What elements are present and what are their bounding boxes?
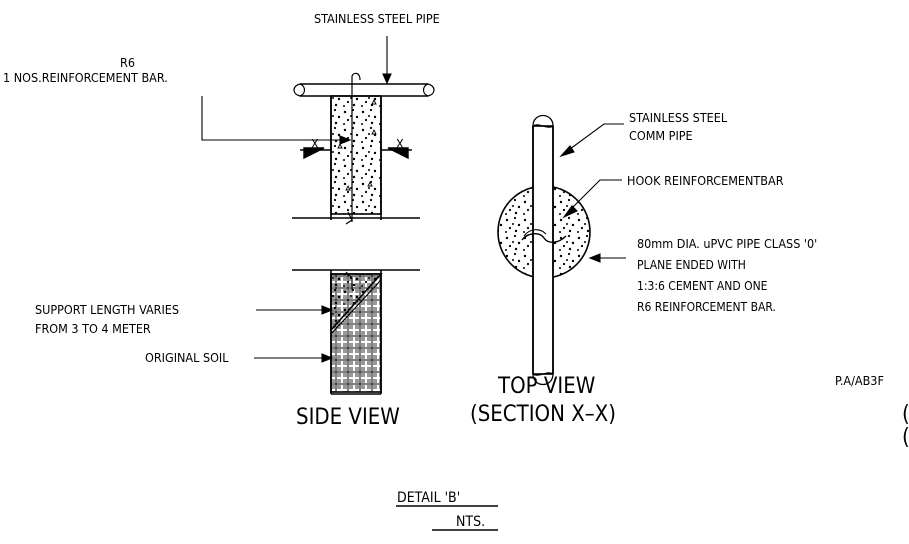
label-paren-2: ( — [902, 425, 909, 450]
label-drawing-ref: P.A/AB3F — [835, 373, 884, 388]
side-view-lower — [292, 269, 420, 395]
arrow-support-length — [321, 305, 334, 315]
rebar-break-top — [345, 211, 353, 225]
rebar-hook-top — [351, 72, 361, 81]
label-section-x-right: X — [396, 136, 404, 151]
comm-pipe-end-top — [532, 114, 554, 128]
leaders-top-view — [559, 123, 626, 263]
label-support-length-2: FROM 3 TO 4 METER — [35, 321, 151, 336]
label-section-xx: (SECTION X–X) — [470, 402, 616, 427]
label-original-soil: ORIGINAL SOIL — [145, 350, 229, 365]
pipe-end-left — [293, 83, 306, 97]
aggregate-marks — [337, 98, 377, 191]
label-upvc-1: 80mm DIA. uPVC PIPE CLASS '0' — [637, 236, 817, 251]
upper-concrete-fill — [330, 95, 382, 215]
arrow-reinforcement-bar — [339, 135, 352, 145]
label-section-x-left: X — [311, 136, 319, 151]
arrow-hook-bar — [562, 205, 578, 219]
label-stainless-steel-pipe: STAINLESS STEEL PIPE — [314, 11, 440, 26]
label-upvc-4: R6 REINFORCEMENT BAR. — [637, 300, 776, 314]
label-side-view: SIDE VIEW — [296, 405, 400, 430]
label-upvc-2: PLANE ENDED WITH — [637, 258, 746, 272]
label-support-length-1: SUPPORT LENGTH VARIES — [35, 302, 179, 317]
leaders-upper — [201, 36, 392, 145]
comm-pipe-body — [532, 125, 554, 375]
leader-comm-pipe — [565, 123, 624, 153]
label-reinforcement-bar: 1 NOS.REINFORCEMENT BAR. — [3, 70, 168, 85]
top-view — [497, 114, 591, 386]
label-r6: R6 — [120, 55, 135, 70]
arrow-stainless-pipe — [382, 73, 392, 85]
hook-bar-shape-2 — [523, 229, 547, 237]
section-markers — [300, 147, 412, 160]
label-comm-pipe-2: COMM PIPE — [629, 128, 693, 143]
label-detail-title: DETAIL 'B' — [397, 490, 460, 506]
label-hook-bar: HOOK REINFORCEMENTBAR — [627, 173, 784, 188]
horizontal-steel-pipe — [300, 83, 428, 97]
side-view-upper — [292, 72, 435, 225]
lower-wedge-diagonal — [330, 279, 382, 335]
arrow-original-soil — [321, 353, 334, 363]
arrow-upvc-pipe — [588, 253, 601, 263]
leader-hook-bar — [567, 179, 622, 213]
label-comm-pipe-1: STAINLESS STEEL — [629, 110, 728, 125]
arrow-comm-pipe — [559, 145, 575, 158]
comm-pipe-end-bottom — [532, 372, 554, 386]
leader-reinforcement-bar — [201, 96, 346, 141]
leaders-lower — [254, 305, 334, 363]
label-upvc-3: 1:3:6 CEMENT AND ONE — [637, 279, 768, 293]
pipe-end-right — [422, 83, 435, 97]
label-paren-1: ( — [902, 402, 909, 427]
label-detail-scale: NTS. — [456, 514, 485, 530]
label-top-view: TOP VIEW — [497, 374, 595, 399]
hook-bar-shape — [521, 233, 567, 243]
rebar-break-bottom — [345, 271, 353, 290]
